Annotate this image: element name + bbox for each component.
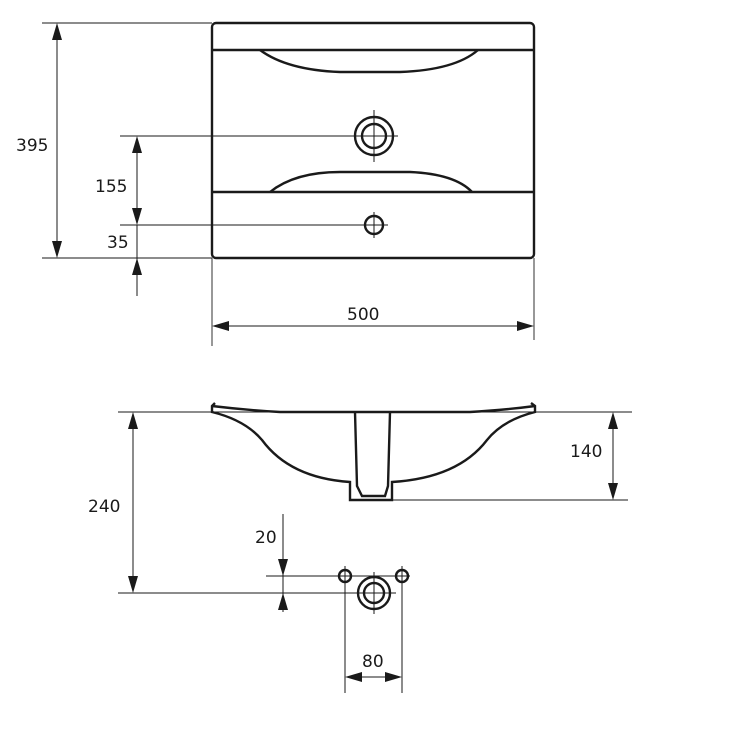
bowl-rear-curve: [259, 49, 479, 74]
basin-profile: [210, 402, 537, 502]
basin-rim-top: [211, 404, 536, 414]
dimension-140: 140: [570, 412, 618, 500]
dim-label-395: 395: [16, 136, 48, 156]
basin-outline: [210, 21, 536, 260]
dimension-35: 35: [107, 225, 142, 296]
overflow-channel: [353, 411, 392, 498]
dim-label-35: 35: [107, 233, 129, 253]
dim-label-20: 20: [255, 528, 277, 548]
dimension-155: 155: [95, 136, 142, 225]
dim-label-80: 80: [362, 652, 384, 672]
side-hole-right: [394, 566, 410, 693]
side-hole-left: [337, 566, 353, 693]
front-view: 140 240 20 80: [88, 402, 632, 693]
dim-label-500: 500: [347, 305, 379, 325]
dimension-240: 240: [88, 412, 138, 593]
bowl-front-curve: [269, 170, 473, 193]
tap-hole-front: [352, 572, 396, 614]
dim-label-140: 140: [570, 442, 602, 462]
dimension-500: 500: [212, 305, 534, 331]
dimension-20: 20: [255, 514, 288, 612]
dim-label-240: 240: [88, 497, 120, 517]
dimension-80: 80: [345, 652, 402, 682]
top-view: 395 155 35 500: [16, 21, 536, 346]
dim-label-155: 155: [95, 177, 127, 197]
dimension-395: 395: [16, 23, 62, 258]
